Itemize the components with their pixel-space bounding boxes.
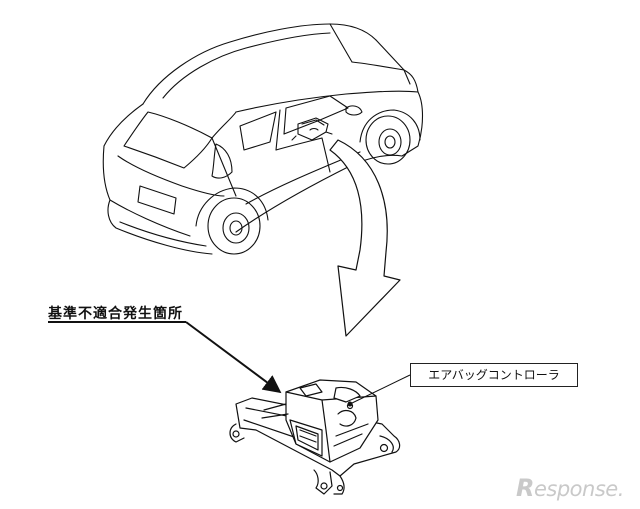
watermark-r-mark: R: [516, 474, 534, 502]
component-callout-label: エアバッグコントローラ: [410, 363, 578, 387]
car-outline-icon: [102, 23, 424, 255]
defect-location-label: 基準不適合発生箇所: [48, 306, 183, 322]
watermark-text: esponse.: [533, 477, 624, 501]
controller-location-icon: [291, 117, 333, 141]
curved-arrow-down-icon: [329, 139, 401, 337]
leader-line-arrow-icon: [48, 321, 282, 394]
response-watermark: Response.: [516, 474, 624, 502]
component-callout-leader: [347, 374, 411, 407]
airbag-controller-detail: [229, 379, 401, 495]
